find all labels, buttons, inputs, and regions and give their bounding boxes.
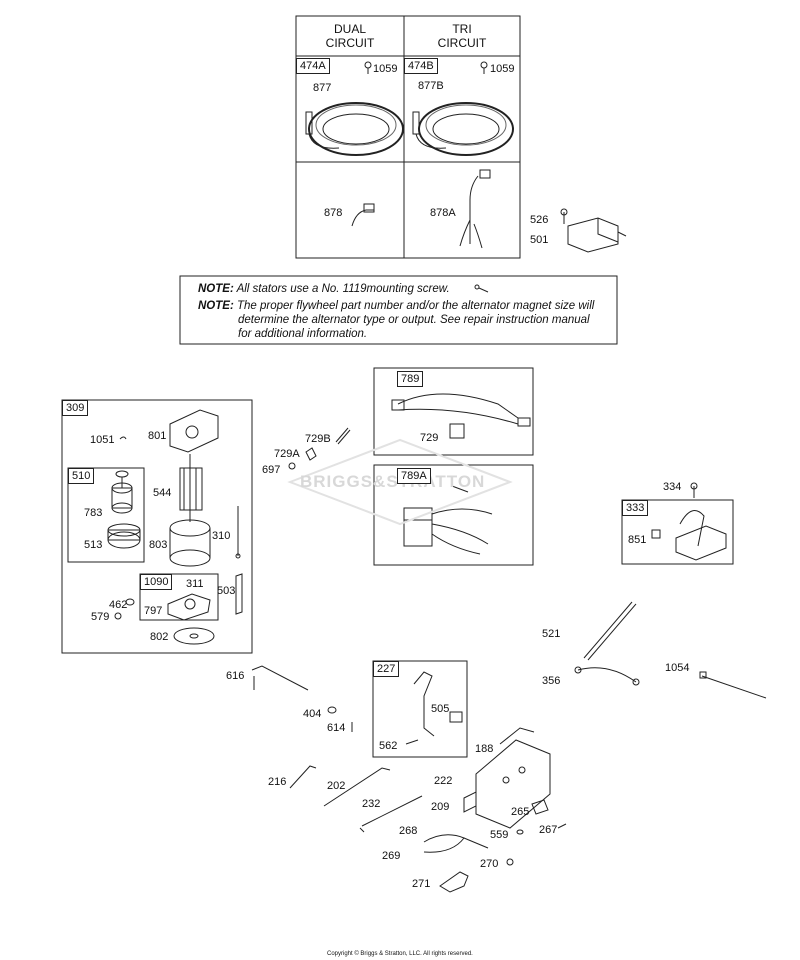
part-label-310[interactable]: 310 [212,530,231,542]
part-label-404[interactable]: 404 [303,708,322,720]
part-label-209[interactable]: 209 [431,801,450,813]
tri-circuit-header: TRI CIRCUIT [437,22,487,50]
part-label-268[interactable]: 268 [399,825,418,837]
part-label-878a[interactable]: 878A [430,207,456,219]
part-label-188[interactable]: 188 [475,743,494,755]
part-tag-789[interactable]: 789 [397,371,424,387]
part-label-801[interactable]: 801 [148,430,167,442]
note-label-2: NOTE: [198,300,234,312]
part-label-1051[interactable]: 1051 [90,434,115,446]
part-label-216[interactable]: 216 [268,776,287,788]
note-line-1: NOTE: All stators use a No. 1119mounting… [198,282,450,297]
part-tag-789a[interactable]: 789A [397,468,431,484]
part-label-729a[interactable]: 729A [274,448,300,460]
note-text-2c: for additional information. [238,328,368,340]
part-label-334[interactable]: 334 [663,481,682,493]
part-label-513[interactable]: 513 [84,539,103,551]
part-label-614[interactable]: 614 [327,722,346,734]
part-label-851[interactable]: 851 [628,534,647,546]
part-label-232[interactable]: 232 [362,798,381,810]
note-text-2a: The proper flywheel part number and/or t… [236,300,595,312]
part-tag-474b[interactable]: 474B [404,58,438,74]
part-label-1054[interactable]: 1054 [665,662,690,674]
part-label-501[interactable]: 501 [530,234,549,246]
part-label-265[interactable]: 265 [511,806,530,818]
part-label-803[interactable]: 803 [149,539,168,551]
note-line-2: NOTE: The proper flywheel part number an… [198,299,594,314]
part-label-269[interactable]: 269 [382,850,401,862]
part-label-877b[interactable]: 877B [418,80,444,92]
part-label-1059-tri[interactable]: 1059 [490,63,515,75]
part-label-267[interactable]: 267 [539,824,558,836]
part-label-729[interactable]: 729 [420,432,439,444]
part-label-877[interactable]: 877 [313,82,332,94]
note-text-1: All stators use a No. 1119mounting screw… [236,283,450,295]
part-label-222[interactable]: 222 [434,775,453,787]
part-label-878[interactable]: 878 [324,207,343,219]
part-label-783[interactable]: 783 [84,507,103,519]
part-label-503[interactable]: 503 [217,585,236,597]
part-tag-510[interactable]: 510 [68,468,95,484]
part-label-559[interactable]: 559 [490,829,509,841]
part-tag-474a[interactable]: 474A [296,58,330,74]
part-tag-333[interactable]: 333 [622,500,649,516]
part-label-1059-dual[interactable]: 1059 [373,63,398,75]
part-label-271[interactable]: 271 [412,878,431,890]
part-label-797[interactable]: 797 [144,605,163,617]
part-label-697[interactable]: 697 [262,464,281,476]
part-label-802[interactable]: 802 [150,631,169,643]
part-label-616[interactable]: 616 [226,670,245,682]
brand-watermark: BRIGGS&STRATTON [300,472,486,491]
part-tag-227[interactable]: 227 [373,661,400,677]
part-label-562[interactable]: 562 [379,740,398,752]
part-label-270[interactable]: 270 [480,858,499,870]
part-tag-1090[interactable]: 1090 [140,574,173,590]
part-label-729b[interactable]: 729B [305,433,331,445]
part-label-521[interactable]: 521 [542,628,561,640]
part-label-544[interactable]: 544 [153,487,172,499]
part-label-462[interactable]: 462 [109,599,128,611]
part-tag-309[interactable]: 309 [62,400,89,416]
copyright-notice: Copyright © Briggs & Stratton, LLC. All … [327,951,473,957]
part-label-505[interactable]: 505 [431,703,450,715]
part-label-311[interactable]: 311 [186,578,204,590]
part-label-526[interactable]: 526 [530,214,549,226]
part-label-202[interactable]: 202 [327,780,346,792]
dual-circuit-header: DUAL CIRCUIT [325,22,375,50]
note-text-2b: determine the alternator type or output.… [238,314,590,326]
part-label-356[interactable]: 356 [542,675,561,687]
part-label-579[interactable]: 579 [91,611,110,623]
note-label-1: NOTE: [198,283,234,295]
